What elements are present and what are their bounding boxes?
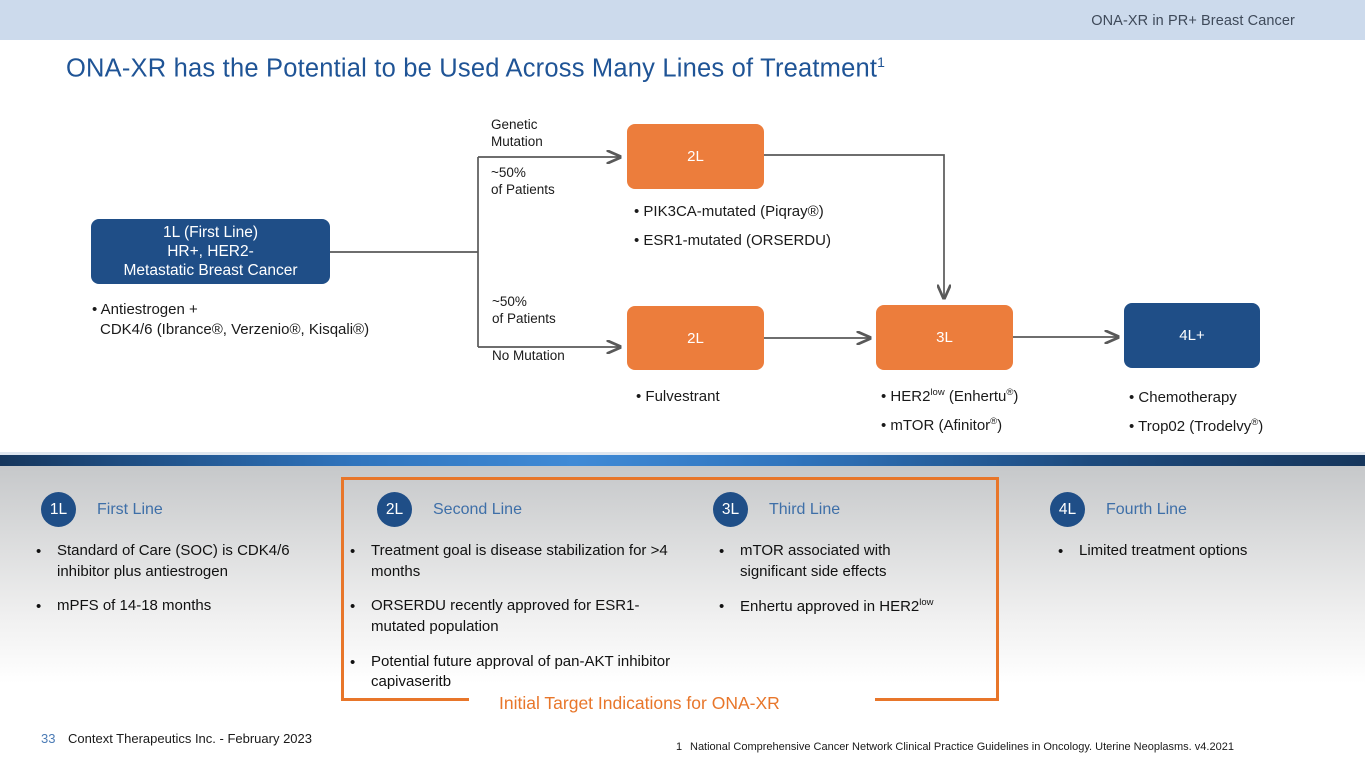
node-first-line-row1: 1L (First Line): [162, 223, 259, 241]
edge-label-percent-bottom: ~50% of Patients: [492, 293, 556, 327]
list-item: • mTOR associated with significant side …: [719, 541, 949, 582]
page-number: 33: [41, 731, 56, 746]
list-item: • ORSERDU recently approved for ESR1-mut…: [350, 596, 690, 637]
pill-badge-1l: 1L: [41, 492, 76, 527]
list-item: • Standard of Care (SOC) is CDK4/6 inhib…: [36, 541, 346, 582]
bullets-second-line-mutated: • PIK3CA-mutated (Piqray®) • ESR1-mutate…: [634, 198, 831, 256]
column-title-third-line: Third Line: [769, 500, 841, 518]
node-second-line-no-mutation-label: 2L: [687, 329, 704, 347]
column-bullets-fourth-line: • Limited treatment options: [1058, 541, 1328, 576]
edge-label-genetic-mutation: Genetic Mutation: [491, 116, 543, 150]
lines-of-treatment-panel: 1L First Line • Standard of Care (SOC) i…: [0, 466, 1365, 768]
bullet-dot: •: [350, 653, 356, 671]
column-title-first-line: First Line: [97, 500, 163, 518]
node-first-line-row3: Metastatic Breast Cancer: [123, 262, 298, 280]
list-item-text: Limited treatment options: [1079, 542, 1248, 559]
list-item: • Enhertu approved in HER2low: [719, 596, 949, 618]
list-item-text-her2low: Enhertu approved in HER2low: [740, 597, 934, 616]
header-title: ONA-XR in PR+ Breast Cancer: [1091, 13, 1295, 29]
list-item-text: mTOR associated with significant side ef…: [740, 542, 891, 580]
bullet-dot: •: [350, 543, 356, 560]
node-fourth-line: 4L+: [1124, 303, 1260, 368]
column-header-third-line: 3L Third Line: [713, 492, 840, 527]
bullet-dot: •: [36, 543, 42, 560]
pill-badge-4l: 4L: [1050, 492, 1085, 527]
edge-label-percent-bottom-row2: of Patients: [492, 311, 556, 326]
callout-label: Initial Target Indications for ONA-XR: [499, 693, 780, 713]
list-item-text: Potential future approval of pan-AKT inh…: [371, 652, 671, 691]
node-third-line: 3L: [876, 305, 1013, 370]
bullet-dot: •: [350, 598, 356, 616]
bullet-item: CDK4/6 (Ibrance®, Verzenio®, Kisqali®): [100, 321, 370, 339]
column-bullets-first-line: • Standard of Care (SOC) is CDK4/6 inhib…: [36, 541, 346, 631]
edge-label-no-mutation: No Mutation: [492, 347, 565, 364]
edge-label-no-mutation-row1: No Mutation: [492, 348, 565, 363]
bullets-second-line-no-mutation: • Fulvestrant: [636, 383, 720, 412]
list-item: • Potential future approval of pan-AKT i…: [350, 652, 690, 693]
column-title-fourth-line: Fourth Line: [1106, 500, 1187, 518]
edge-label-percent-top-row2: of Patients: [491, 182, 555, 197]
page-title-text: ONA-XR has the Potential to be Used Acro…: [66, 54, 878, 83]
page-title-superscript: 1: [877, 54, 886, 70]
edge-label-genetic-mutation-row2: Mutation: [491, 134, 543, 149]
divider-highlight: [0, 452, 1365, 455]
node-first-line-row2: HR+, HER2-: [167, 242, 254, 260]
section-divider: [0, 455, 1365, 466]
bullets-third-line: • HER2low (Enhertu®) • mTOR (Afinitor®): [881, 383, 1018, 441]
column-header-first-line: 1L First Line: [41, 492, 163, 527]
node-third-line-label: 3L: [936, 329, 953, 346]
pill-badge-3l: 3L: [713, 492, 748, 527]
list-item: • Treatment goal is disease stabilizatio…: [350, 541, 690, 582]
header-band: [0, 0, 1365, 40]
list-item: • Limited treatment options: [1058, 541, 1328, 562]
footnote-text: National Comprehensive Cancer Network Cl…: [690, 741, 1234, 753]
bullet-item: • Trop02 (Trodelvy®): [1129, 416, 1264, 435]
list-item-text: Standard of Care (SOC) is CDK4/6 inhibit…: [57, 542, 290, 580]
bullets-first-line: • Antiestrogen + CDK4/6 (Ibrance®, Verze…: [92, 300, 369, 341]
edge-label-genetic-mutation-row1: Genetic: [491, 117, 538, 132]
treatment-flow-diagram: 1L (First Line) HR+, HER2- Metastatic Br…: [0, 100, 1365, 450]
footer-company-line: Context Therapeutics Inc. - February 202…: [68, 731, 312, 746]
edge-label-percent-top: ~50% of Patients: [491, 164, 555, 198]
node-second-line-no-mutation: 2L: [627, 306, 764, 370]
bullet-item: • Antiestrogen +: [92, 301, 198, 318]
node-fourth-line-label: 4L+: [1179, 327, 1205, 344]
bullet-dot: •: [36, 598, 42, 616]
bullet-item: • ESR1-mutated (ORSERDU): [634, 231, 831, 249]
callout-label-gap: [469, 694, 875, 708]
column-bullets-third-line: • mTOR associated with significant side …: [719, 541, 949, 632]
edge-label-percent-top-row1: ~50%: [491, 165, 526, 180]
list-item-text: mPFS of 14-18 months: [57, 597, 212, 615]
node-second-line-mutated-label: 2L: [687, 148, 704, 165]
bullet-item: • mTOR (Afinitor®): [881, 415, 1003, 434]
node-second-line-mutated: 2L: [627, 124, 764, 189]
bullet-item: • Chemotherapy: [1129, 389, 1237, 406]
footnote-number: 1: [676, 741, 683, 753]
list-item-text: Treatment goal is disease stabilization …: [371, 542, 668, 580]
pill-badge-2l: 2L: [377, 492, 412, 527]
bullet-item: • HER2low (Enhertu®): [881, 387, 1019, 405]
diagram-connector-lines: [330, 100, 1365, 450]
column-title-second-line: Second Line: [433, 500, 522, 518]
column-bullets-second-line: • Treatment goal is disease stabilizatio…: [350, 541, 690, 707]
node-first-line: 1L (First Line) HR+, HER2- Metastatic Br…: [91, 219, 330, 284]
bullet-item: • Fulvestrant: [636, 388, 720, 405]
bullets-fourth-line: • Chemotherapy • Trop02 (Trodelvy®): [1129, 384, 1263, 442]
edge-label-percent-bottom-row1: ~50%: [492, 294, 527, 309]
list-item: • mPFS of 14-18 months: [36, 596, 346, 617]
bullet-dot: •: [719, 598, 725, 616]
column-header-fourth-line: 4L Fourth Line: [1050, 492, 1187, 527]
list-item-text: ORSERDU recently approved for ESR1-mutat…: [371, 597, 640, 636]
bullet-dot: •: [1058, 543, 1064, 560]
bullet-item: • PIK3CA-mutated (Piqray®): [634, 203, 824, 220]
column-header-second-line: 2L Second Line: [377, 492, 522, 527]
bullet-dot: •: [719, 543, 725, 560]
page-title: ONA-XR has the Potential to be Used Acro…: [66, 54, 885, 84]
